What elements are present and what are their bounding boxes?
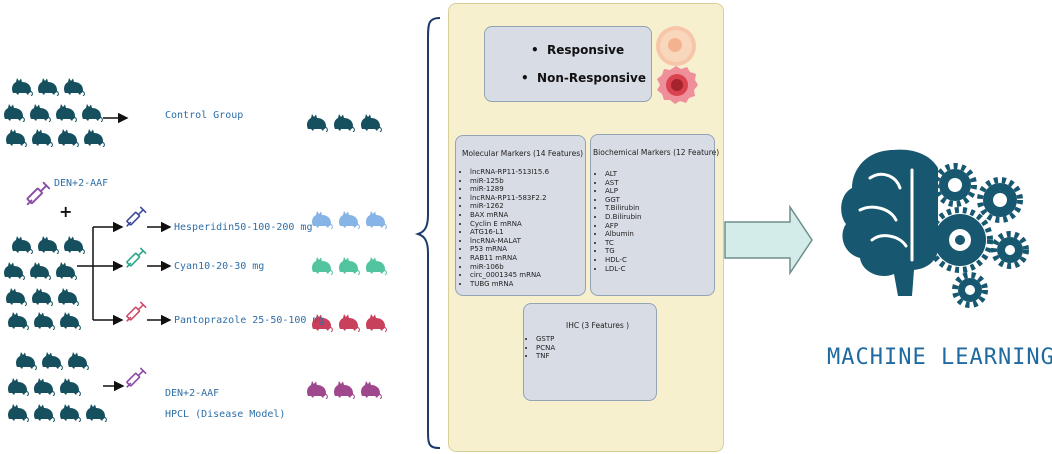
response-box: • Responsive • Non-Responsive: [484, 26, 652, 102]
disease-den-label: DEN+2-AAF: [165, 388, 220, 399]
marker-item: miR-106b: [470, 263, 549, 272]
marker-item: lncRNA-MALAT: [470, 237, 549, 246]
marker-item: AFP: [605, 222, 641, 231]
marker-item: ATG16-L1: [470, 228, 549, 237]
biochemical-markers-title: Biochemical Markers (12 Feature): [593, 148, 720, 157]
plus-sign: +: [59, 202, 73, 221]
marker-item: LDL-C: [605, 265, 641, 274]
marker-item: AST: [605, 179, 641, 188]
marker-item: T.Bilirubin: [605, 204, 641, 213]
machine-learning-label: MACHINE LEARNING: [827, 345, 1052, 370]
marker-item: miR-1262: [470, 202, 549, 211]
curly-brace: [414, 17, 441, 449]
marker-item: ALP: [605, 187, 641, 196]
big-arrow: [724, 204, 813, 276]
marker-item: TG: [605, 247, 641, 256]
cancer-cell-icon: [657, 66, 698, 104]
marker-item: lncRNA-RP11-583F2.2: [470, 194, 549, 203]
pantoprazole-label: Pantoprazole 25-50-100 mg: [174, 315, 325, 326]
marker-item: TUBG mRNA: [470, 280, 549, 289]
marker-item: circ_0001345 mRNA: [470, 271, 549, 280]
marker-item: D.Bilirubin: [605, 213, 641, 222]
disease-model-label: HPCL (Disease Model): [165, 409, 286, 420]
marker-item: P53 mRNA: [470, 245, 549, 254]
marker-item: GGT: [605, 196, 641, 205]
molecular-markers-title: Molecular Markers (14 Features): [462, 149, 584, 158]
den-aaf-label: DEN+2-AAF: [54, 178, 109, 189]
marker-item: GSTP: [536, 335, 555, 344]
marker-item: Cyclin E mRNA: [470, 220, 549, 229]
features-panel: • Responsive • Non-Responsive Molecular …: [448, 3, 724, 452]
non-responsive-item: • Non-Responsive: [521, 71, 646, 85]
ihc-title: IHC (3 Features ): [566, 321, 630, 330]
responsive-item: • Responsive: [531, 43, 625, 57]
marker-item: miR-125b: [470, 177, 549, 186]
biochemical-markers-box: Biochemical Markers (12 Feature) ALTASTA…: [590, 134, 719, 296]
molecular-markers-list: lncRNA-RP11-513I15.6miR-125bmiR-1289lncR…: [456, 168, 549, 288]
biochemical-markers-list: ALTASTALPGGTT.BilirubinD.BilirubinAFPAlb…: [591, 170, 641, 273]
marker-item: PCNA: [536, 344, 555, 353]
hesperidin-label: Hesperidin50-100-200 mg: [174, 222, 313, 233]
molecular-markers-box: Molecular Markers (14 Features) lncRNA-R…: [455, 135, 586, 296]
marker-item: TC: [605, 239, 641, 248]
ihc-list: GSTPPCNATNF: [524, 335, 555, 361]
marker-item: RAB11 mRNA: [470, 254, 549, 263]
normal-cell-icon: [656, 26, 696, 66]
marker-item: BAX mRNA: [470, 211, 549, 220]
marker-item: ALT: [605, 170, 641, 179]
cyan-label: Cyan10-20-30 mg: [174, 261, 265, 272]
ihc-box: IHC (3 Features ) GSTPPCNATNF: [523, 303, 657, 401]
control-group-label: Control Group: [165, 110, 244, 121]
marker-item: HDL-C: [605, 256, 641, 265]
marker-item: miR-1289: [470, 185, 549, 194]
marker-item: TNF: [536, 352, 555, 361]
marker-item: lncRNA-RP11-513I15.6: [470, 168, 549, 177]
marker-item: Albumin: [605, 230, 641, 239]
